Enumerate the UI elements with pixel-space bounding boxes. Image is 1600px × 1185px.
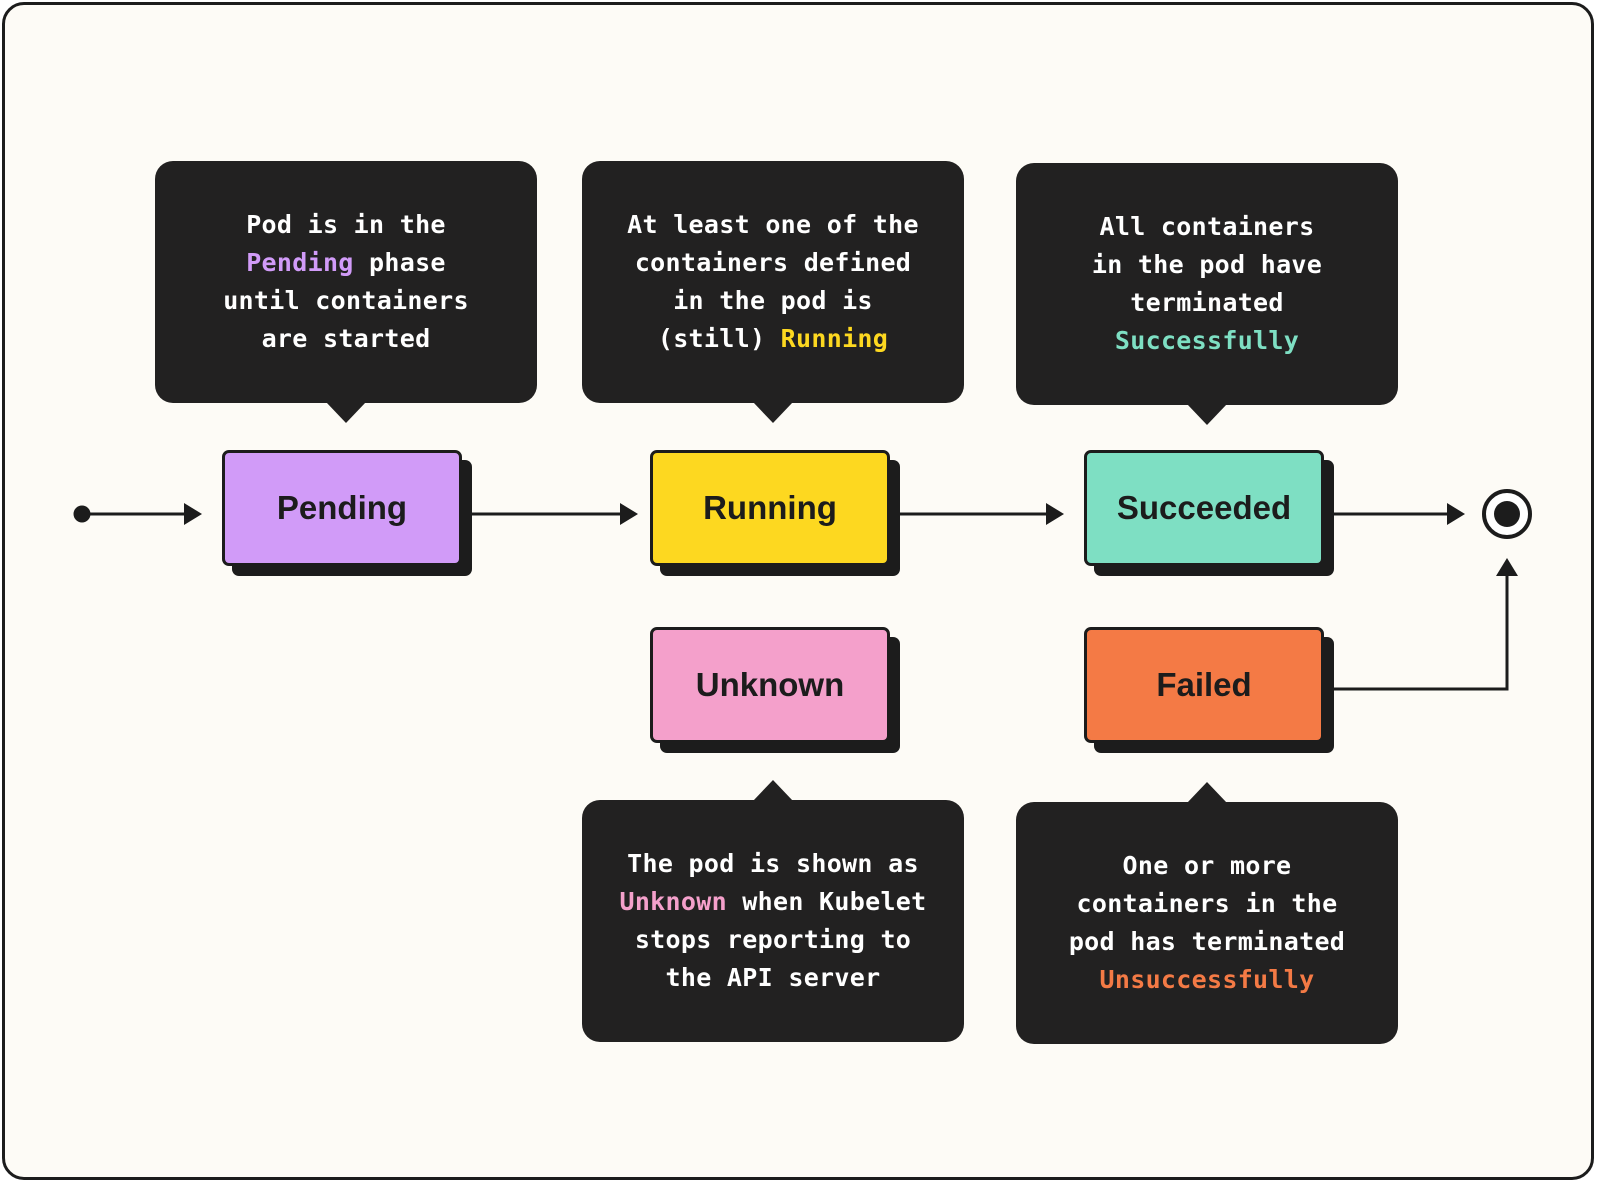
- callout-line: Pod is in the: [246, 210, 446, 239]
- callout-line: pod has terminated: [1068, 927, 1346, 956]
- callout-line: All containers: [1099, 212, 1315, 241]
- state-unknown-label: Unknown: [695, 666, 845, 703]
- arrowhead-icon: [1496, 558, 1518, 576]
- callout-line: phase: [353, 248, 446, 277]
- arrowhead-icon: [184, 503, 202, 525]
- callout-line: when Kubelet: [726, 887, 927, 916]
- state-pending: Pending: [222, 450, 462, 566]
- unknown-callout: The pod is shown as Unknown when Kubelet…: [582, 780, 964, 1042]
- running-callout-text: At least one of the containers defined i…: [627, 206, 919, 358]
- arrowhead-icon: [1046, 503, 1064, 525]
- pending-highlight: Pending: [246, 248, 354, 277]
- callout-line: in the pod have: [1091, 250, 1323, 279]
- pending-callout-text: Pod is in the Pending phase until contai…: [223, 206, 469, 358]
- running-highlight: Running: [780, 324, 889, 353]
- state-pending-label: Pending: [276, 489, 408, 526]
- succeeded-callout-text: All containers in the pod have terminate…: [1092, 208, 1322, 360]
- state-failed-label: Failed: [1156, 666, 1252, 703]
- state-running: Running: [650, 450, 890, 566]
- unknown-callout-text: The pod is shown as Unknown when Kubelet…: [619, 845, 926, 997]
- end-state-icon: [1482, 489, 1532, 539]
- callout-pointer: [326, 402, 366, 423]
- callout-line: in the pod is: [673, 286, 873, 315]
- callout-pointer: [753, 402, 793, 423]
- state-failed: Failed: [1084, 627, 1324, 743]
- callout-line: The pod is shown as: [627, 849, 919, 878]
- state-succeeded: Succeeded: [1084, 450, 1324, 566]
- state-running-label: Running: [703, 489, 837, 526]
- callout-line: the API server: [665, 963, 881, 992]
- callout-line: (still): [657, 324, 781, 353]
- arrowhead-icon: [620, 503, 638, 525]
- failed-callout: One or more containers in the pod has te…: [1016, 782, 1398, 1044]
- arrowhead-icon: [1447, 503, 1465, 525]
- callout-line: containers in the: [1076, 889, 1338, 918]
- callout-pointer: [753, 780, 793, 801]
- callout-line: stops reporting to: [634, 925, 912, 954]
- callout-line: until containers: [223, 286, 469, 315]
- succeeded-callout: All containers in the pod have terminate…: [1016, 163, 1398, 425]
- arrow-failed-end: [1332, 574, 1509, 691]
- succeeded-highlight: Successfully: [1114, 326, 1300, 355]
- unknown-highlight: Unknown: [619, 887, 727, 916]
- failed-highlight: Unsuccessfully: [1099, 965, 1315, 994]
- running-callout: At least one of the containers defined i…: [582, 161, 964, 423]
- pending-callout: Pod is in the Pending phase until contai…: [155, 161, 537, 423]
- callout-line: containers defined: [634, 248, 912, 277]
- callout-line: are started: [261, 324, 431, 353]
- state-unknown: Unknown: [650, 627, 890, 743]
- callout-line: One or more: [1122, 851, 1292, 880]
- callout-line: At least one of the: [627, 210, 919, 239]
- callout-pointer: [1187, 404, 1227, 425]
- failed-callout-text: One or more containers in the pod has te…: [1069, 847, 1345, 999]
- state-succeeded-label: Succeeded: [1116, 489, 1292, 526]
- callout-pointer: [1187, 782, 1227, 803]
- callout-line: terminated: [1130, 288, 1284, 317]
